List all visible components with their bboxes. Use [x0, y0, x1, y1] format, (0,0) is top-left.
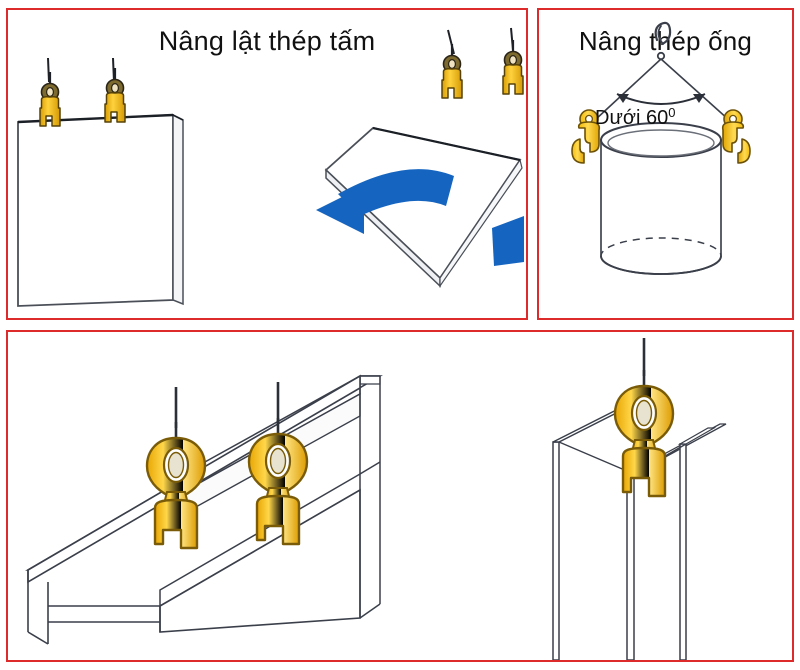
pipe-angle-annotation: Dưới 600 — [595, 105, 675, 129]
panel-plate-flip: Nâng lật thép tấm — [6, 8, 528, 320]
clamp-pipe-left — [571, 109, 601, 164]
figure-vertical-h-beam — [552, 393, 727, 660]
panel-beam-lift — [6, 330, 794, 662]
clamp-pipe-right — [721, 109, 751, 164]
panel-plate-flip-title: Nâng lật thép tấm — [158, 26, 376, 56]
clamp-plate-left-1 — [38, 72, 62, 128]
figure-tilted-steel-plate — [324, 27, 523, 288]
rotation-arrow-tail-icon — [492, 216, 524, 266]
figure-horizontal-h-beam — [25, 374, 383, 645]
clamp-beam-horizontal-2 — [247, 418, 309, 546]
panel-pipe-lift-title: Nâng thép ống — [578, 26, 753, 56]
clamp-beam-vertical-1 — [613, 370, 675, 498]
two-leg-sling — [594, 58, 730, 121]
beam-lift-artwork — [25, 338, 727, 660]
clamp-beam-horizontal-1 — [145, 422, 207, 550]
figure-vertical-steel-plate — [17, 57, 184, 307]
angle-indicator-icon — [616, 93, 706, 105]
rotation-arrow-left-icon — [316, 169, 454, 234]
panel-pipe-lift: Nâng thép ống — [537, 8, 794, 320]
clamp-plate-left-2 — [103, 68, 127, 124]
figure-steel-pipe-cylinder — [600, 122, 722, 275]
